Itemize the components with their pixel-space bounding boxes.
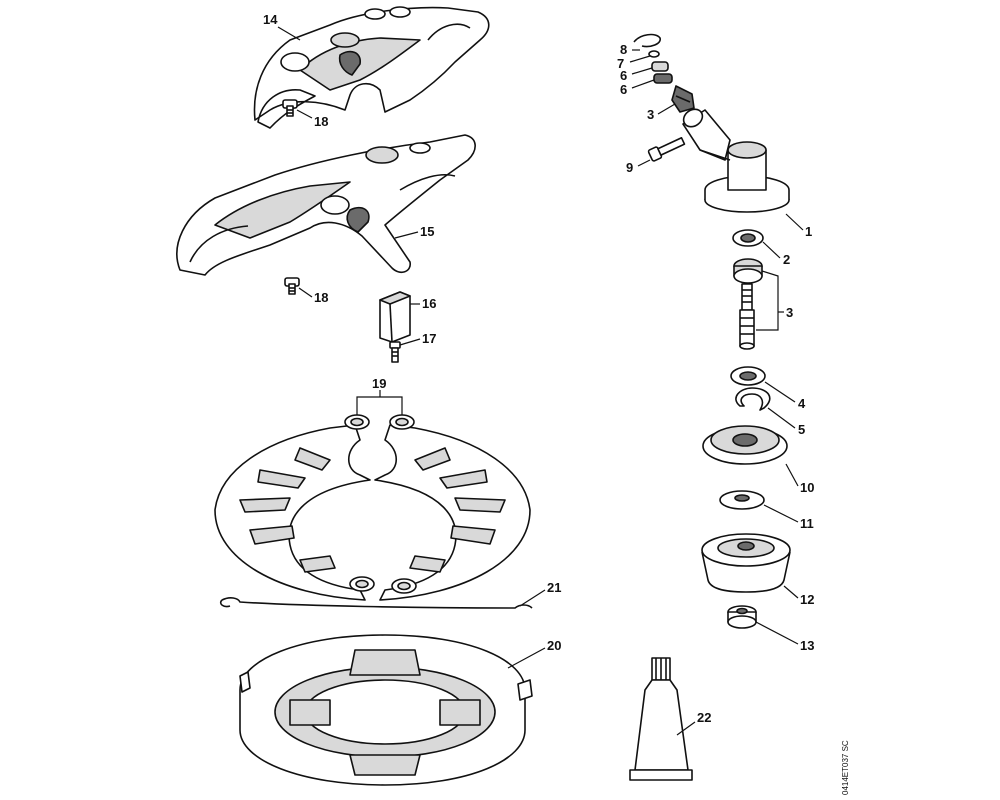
- callout-6-lower: 6: [620, 82, 627, 97]
- wire-21: [219, 597, 533, 609]
- washer-11: [719, 490, 765, 510]
- guard-lower-half: [176, 134, 476, 276]
- callout-9: 9: [626, 160, 633, 175]
- nut-13: [727, 605, 757, 629]
- callout-12: 12: [800, 592, 814, 607]
- bearing-4: [730, 366, 766, 386]
- grease-tube-22: [629, 657, 693, 781]
- clip-16: [379, 291, 411, 343]
- callout-1: 1: [805, 224, 812, 239]
- deflector-disc-19: [214, 414, 531, 601]
- callout-8: 8: [620, 42, 627, 57]
- rider-plate-12: [701, 533, 791, 593]
- bearing-2: [732, 229, 764, 247]
- callout-18-lower: 18: [314, 290, 328, 305]
- callout-4: 4: [798, 396, 806, 411]
- bevel-gear-3: [733, 258, 763, 284]
- callout-11: 11: [800, 516, 814, 531]
- circlip-5: [735, 387, 771, 411]
- thrust-plate-10: [702, 425, 788, 465]
- ring-guard-20: [239, 634, 533, 786]
- callout-22: 22: [697, 710, 711, 725]
- screw-9: [647, 136, 686, 162]
- screw-18-lower: [284, 277, 300, 295]
- spacer-6-lower: [653, 73, 673, 84]
- callout-7: 7: [617, 56, 624, 71]
- circlip-8: [633, 33, 661, 48]
- callout-10: 10: [800, 480, 814, 495]
- callout-3-lower: 3: [786, 305, 793, 320]
- drawing-reference-code: 0414ET037 SC: [841, 740, 850, 795]
- callout-15: 15: [420, 224, 434, 239]
- callout-21: 21: [547, 580, 561, 595]
- gear-housing-1: [682, 108, 790, 213]
- pinion-3: [671, 85, 695, 113]
- callout-6-upper: 6: [620, 68, 627, 83]
- callout-20: 20: [547, 638, 561, 653]
- callout-14: 14: [263, 12, 278, 27]
- callout-19: 19: [372, 376, 386, 391]
- washer-7: [648, 50, 660, 58]
- callout-16: 16: [422, 296, 436, 311]
- callout-2: 2: [783, 252, 790, 267]
- callout-3-upper: 3: [647, 107, 654, 122]
- leader-lines: [277, 26, 804, 736]
- screw-18-upper: [282, 99, 298, 117]
- guard-upper-half: [253, 6, 490, 129]
- spacer-6-upper: [651, 61, 669, 72]
- callout-17: 17: [422, 331, 436, 346]
- output-shaft-3: [739, 283, 755, 350]
- callout-5: 5: [798, 422, 805, 437]
- callout-13: 13: [800, 638, 814, 653]
- screw-17: [389, 341, 401, 363]
- callout-18-upper: 18: [314, 114, 328, 129]
